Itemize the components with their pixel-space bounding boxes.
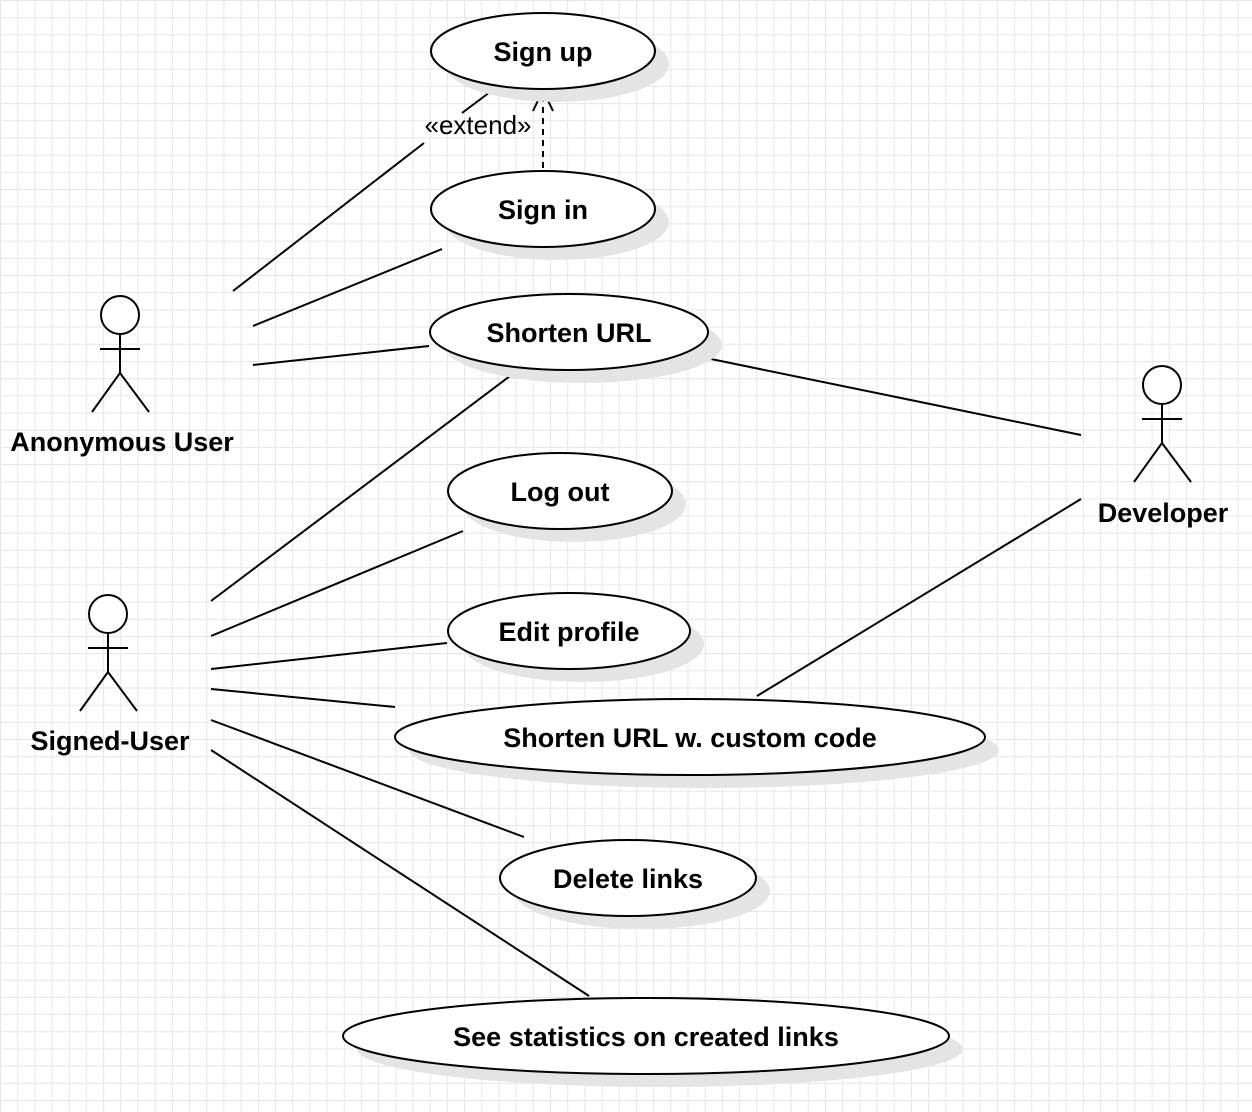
use-case-edit-profile[interactable]: Edit profile <box>447 592 704 682</box>
use-case-ellipse <box>394 698 986 776</box>
use-case-label: Delete links <box>553 864 703 894</box>
associations <box>210 91 1082 997</box>
use-case-ellipse <box>499 839 757 917</box>
use-case-ellipse <box>447 592 691 670</box>
actor-label: Developer <box>1098 498 1229 528</box>
use-case-label: Edit profile <box>499 617 640 647</box>
use-case-see-statistics[interactable]: See statistics on created links <box>342 997 963 1087</box>
extend-label: «extend» <box>425 110 532 140</box>
assoc-signed-logout[interactable] <box>210 530 464 637</box>
use-case-sign-up[interactable]: Sign up <box>430 12 669 102</box>
use-case-label: Shorten URL <box>487 318 652 348</box>
actor-label: Anonymous User <box>10 427 234 457</box>
actor-anonymous-user[interactable]: Anonymous User <box>10 295 234 457</box>
actor-developer[interactable]: Developer <box>1098 365 1229 528</box>
assoc-anonymous-signup[interactable] <box>232 142 425 292</box>
use-case-label: Sign in <box>498 195 588 225</box>
use-case-label: Sign up <box>494 37 593 67</box>
actor-signed-user[interactable]: Signed-User <box>30 594 190 756</box>
use-case-label: Log out <box>511 477 610 507</box>
use-case-ellipse <box>342 997 950 1075</box>
stick-figure-icon <box>1133 365 1192 483</box>
use-case-ellipse <box>447 452 673 530</box>
use-case-ellipse <box>430 170 656 248</box>
assoc-anonymous-signup-upper[interactable] <box>461 91 491 114</box>
use-case-shorten-url-custom-code[interactable]: Shorten URL w. custom code <box>394 698 999 788</box>
assoc-signed-editprofile[interactable] <box>210 642 448 670</box>
use-case-sign-in[interactable]: Sign in <box>430 170 669 260</box>
actor-label: Signed-User <box>30 726 190 756</box>
use-case-label: See statistics on created links <box>453 1022 839 1052</box>
stick-figure-icon <box>91 295 150 413</box>
use-case-ellipse <box>429 293 709 371</box>
assoc-developer-shorten[interactable] <box>710 358 1082 436</box>
assoc-anonymous-signin[interactable] <box>252 248 443 327</box>
use-case-label: Shorten URL w. custom code <box>503 723 877 753</box>
assoc-developer-customcode[interactable] <box>756 498 1082 697</box>
assoc-signed-stats[interactable] <box>210 749 590 997</box>
assoc-signed-customcode[interactable] <box>210 688 396 708</box>
use-case-delete-links[interactable]: Delete links <box>499 839 770 929</box>
assoc-anonymous-shorten[interactable] <box>252 345 430 366</box>
extend-relationship[interactable]: «extend» <box>425 87 554 168</box>
assoc-signed-delete[interactable] <box>210 719 525 838</box>
use-case-ellipse <box>430 12 656 90</box>
use-case-shorten-url[interactable]: Shorten URL <box>429 293 722 383</box>
assoc-signed-shorten[interactable] <box>210 372 515 602</box>
stick-figure-icon <box>79 594 138 712</box>
use-case-log-out[interactable]: Log out <box>447 452 686 542</box>
